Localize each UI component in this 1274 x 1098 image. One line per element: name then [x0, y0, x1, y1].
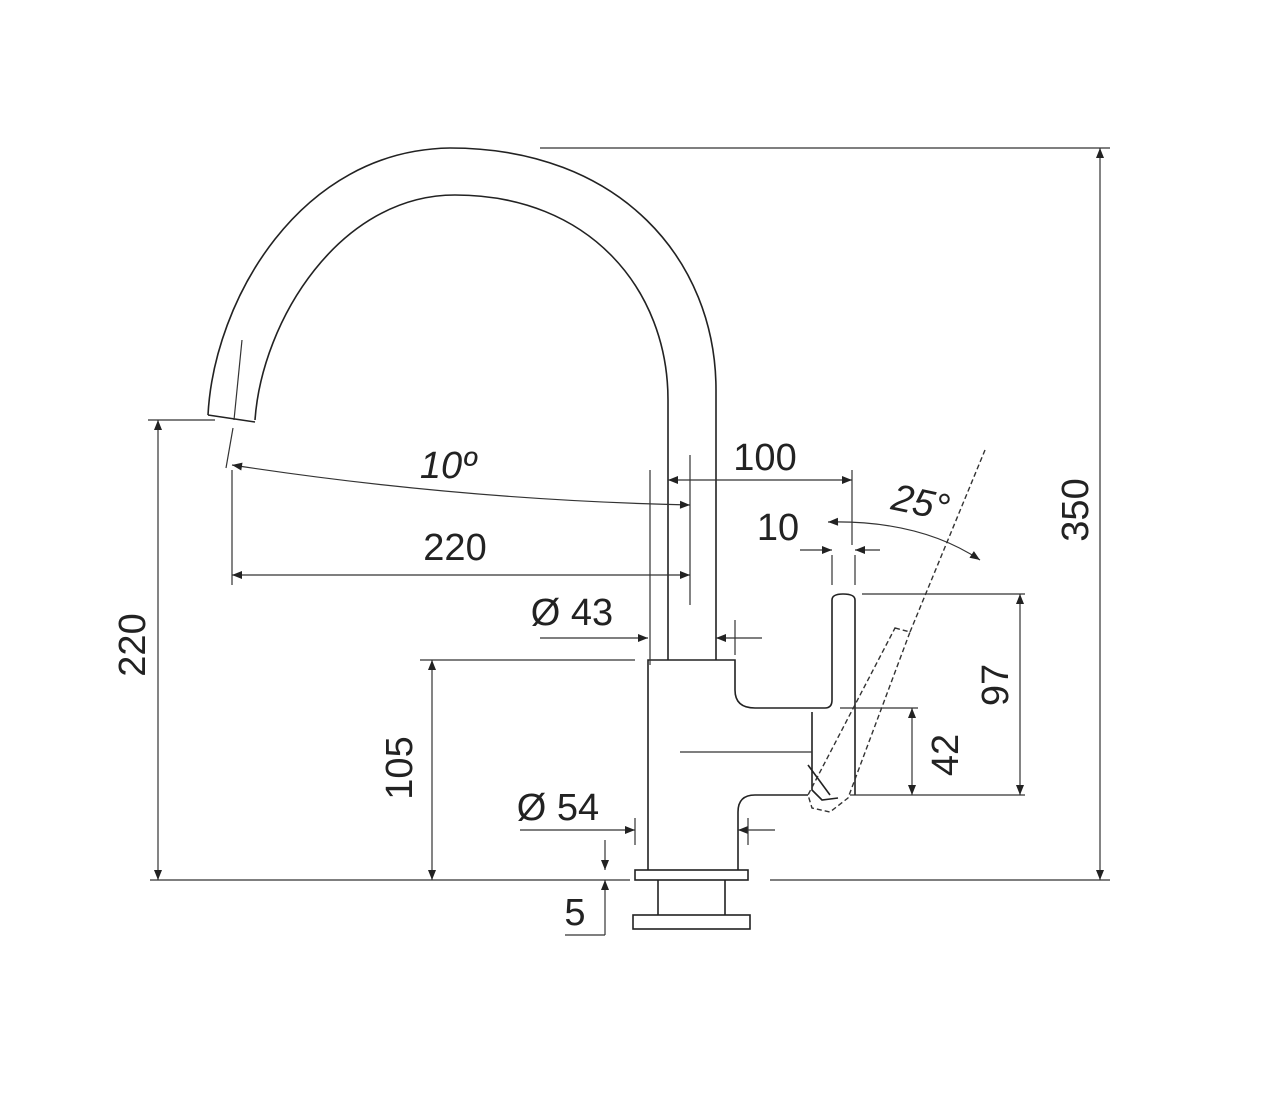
- dim-diameter-43: Ø 43: [531, 592, 613, 634]
- dim-100: 100: [733, 437, 796, 479]
- dimension-lines: [148, 147, 1110, 936]
- dim-97: 97: [975, 664, 1017, 706]
- dim-10: 10: [757, 507, 799, 549]
- faucet-outline: [207, 147, 986, 930]
- dim-diameter-54: Ø 54: [517, 787, 599, 829]
- dim-105: 105: [379, 736, 421, 799]
- dim-10-degrees: 10º: [420, 445, 478, 487]
- dim-220-reach: 220: [423, 527, 486, 569]
- dim-350: 350: [1055, 478, 1097, 541]
- dim-42: 42: [925, 734, 967, 776]
- dim-25-degrees: 25°: [887, 477, 953, 530]
- dim-5: 5: [564, 892, 585, 934]
- dim-220-height: 220: [112, 613, 154, 676]
